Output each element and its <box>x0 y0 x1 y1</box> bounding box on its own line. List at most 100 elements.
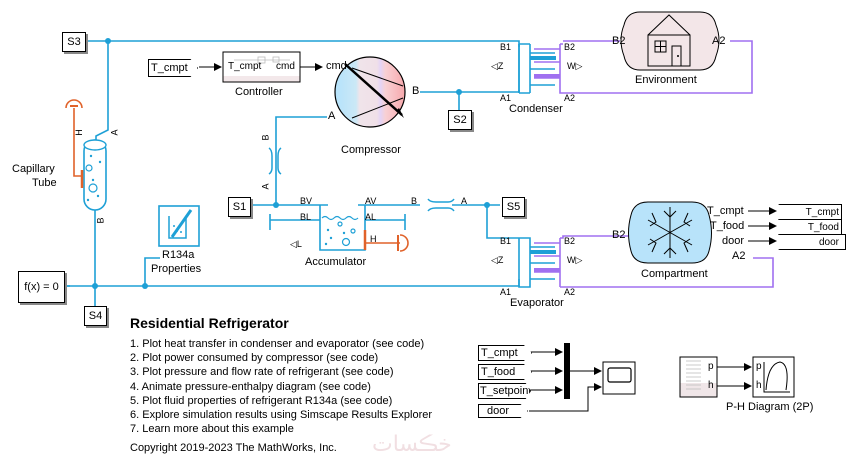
line-r134a <box>144 257 160 286</box>
accumulator-port-bv: BV <box>300 196 313 206</box>
from-tag-scope-t-food[interactable]: T_food <box>478 364 532 380</box>
evaporator-port-b1: B1 <box>500 236 512 246</box>
ph-source-block[interactable] <box>679 356 718 398</box>
environment-port-a2: A2 <box>712 35 726 47</box>
line-main-bottom <box>65 279 520 287</box>
compartment-port-a2: A2 <box>732 250 746 262</box>
pipe-vertical-port-b: B <box>260 134 271 141</box>
evaporator-port-a1: A1 <box>500 287 512 297</box>
from-tag-label: T_food <box>481 366 516 378</box>
controller-block[interactable] <box>199 51 323 83</box>
from-tag-label: T_setpoint <box>480 385 532 397</box>
compressor-port-a: A <box>328 110 336 122</box>
compressor-label: Compressor <box>341 144 401 156</box>
note-link-2[interactable]: 2. Plot power consumed by compressor (se… <box>130 352 379 365</box>
evaporator-label: Evaporator <box>510 297 564 309</box>
sensor-s4-label: S4 <box>88 310 103 322</box>
junction-dots <box>92 38 490 289</box>
from-tag-label: T_cmpt <box>481 347 518 359</box>
line-capillary-a <box>95 41 109 143</box>
evaporator-port-b2: B2 <box>564 236 576 246</box>
ph-source-port-p: p <box>708 361 714 372</box>
notes-list: 1. Plot heat transfer in condenser and e… <box>130 337 432 436</box>
solver-configuration[interactable]: f(x) = 0 <box>18 271 65 303</box>
pipe-vertical[interactable] <box>268 147 282 175</box>
note-link-3[interactable]: 3. Plot pressure and flow rate of refrig… <box>130 366 394 379</box>
pipe-horizontal-port-b: B <box>411 196 418 206</box>
accumulator-port-h: H <box>370 234 377 244</box>
note-link-4[interactable]: 4. Animate pressure-enthalpy diagram (se… <box>130 380 371 393</box>
copyright: Copyright 2019-2023 The MathWorks, Inc. <box>130 442 337 454</box>
scope-block[interactable] <box>602 361 636 395</box>
controller-port-out: cmd <box>276 61 295 72</box>
watermark: خڪسات <box>372 432 452 457</box>
accumulator-port-bl: BL <box>300 212 312 222</box>
goto-tag-door-label: door <box>818 236 839 248</box>
ph-diagram-label: P-H Diagram (2P) <box>726 401 814 413</box>
from-tag-scope-t-cmpt[interactable]: T_cmpt <box>478 345 532 361</box>
environment-port-b2: B2 <box>612 35 626 47</box>
sensor-s4[interactable]: S4 <box>84 306 107 326</box>
sensor-s3-label: S3 <box>67 36 81 48</box>
condenser-port-a1: A1 <box>500 93 512 103</box>
evaporator-port-z: ◁Z <box>491 255 504 265</box>
compressor-port-cmd: cmd <box>326 60 347 72</box>
accumulator-block[interactable] <box>319 204 409 252</box>
line-evap-b1 <box>486 205 519 239</box>
r134a-properties-block[interactable] <box>158 205 200 247</box>
line-compressor-b <box>420 90 520 93</box>
compartment-label: Compartment <box>641 268 708 280</box>
sensor-s3[interactable]: S3 <box>62 32 86 52</box>
evaporator-port-a2: A2 <box>564 287 576 297</box>
note-link-1[interactable]: 1. Plot heat transfer in condenser and e… <box>130 338 425 350</box>
note-link-5[interactable]: 5. Plot fluid properties of refrigerant … <box>130 394 393 407</box>
from-tag-t-cmpt-controller[interactable]: T_cmpt <box>148 59 198 77</box>
condenser-port-w: W▷ <box>567 61 583 71</box>
accumulator-port-l: ◁L <box>290 239 302 249</box>
compartment-block[interactable] <box>628 201 777 264</box>
compressor-block[interactable] <box>334 56 406 128</box>
condenser-port-b1: B1 <box>500 42 512 52</box>
sensor-s2-label: S2 <box>453 114 467 126</box>
line-compressor-a <box>275 116 327 205</box>
compartment-port-door: door <box>722 235 745 247</box>
model-title: Residential Refrigerator <box>130 315 289 331</box>
sensor-s5-label: S5 <box>506 201 521 213</box>
ph-diagram-block[interactable] <box>752 356 795 398</box>
capillary-label-1: Capillary <box>12 163 55 175</box>
sensor-s5[interactable]: S5 <box>502 197 525 217</box>
from-tag-scope-t-setpoint[interactable]: T_setpoint <box>478 383 531 399</box>
evaporator-block[interactable] <box>518 235 774 288</box>
accumulator-port-al: AL <box>365 212 377 222</box>
solver-label: f(x) = 0 <box>24 281 59 293</box>
r134a-label-2: Properties <box>151 263 202 275</box>
from-tag-scope-door[interactable]: door <box>478 404 528 418</box>
sensor-s2[interactable]: S2 <box>448 110 472 130</box>
environment-label: Environment <box>635 74 697 86</box>
sensor-s1-label: S1 <box>232 201 247 213</box>
scope-mux[interactable] <box>529 343 602 412</box>
ph-source-port-h: h <box>708 380 714 391</box>
compartment-port-t-cmpt: T_cmpt <box>707 205 744 217</box>
note-link-6[interactable]: 6. Explore simulation results using Sims… <box>130 409 433 422</box>
compartment-port-b2: B2 <box>612 229 626 241</box>
condenser-port-b2: B2 <box>564 42 576 52</box>
from-tag-label: door <box>487 405 510 417</box>
condenser-block[interactable] <box>485 40 753 94</box>
r134a-label-1: R134a <box>162 249 195 261</box>
environment-block[interactable] <box>620 11 720 71</box>
pipe-vertical-port-a: A <box>260 183 271 190</box>
note-link-7[interactable]: 7. Learn more about this example <box>130 423 294 436</box>
compressor-port-b: B <box>412 85 420 97</box>
goto-tag-t-food-label: T_food <box>807 221 839 233</box>
ph-diagram-port-p: p <box>756 361 762 372</box>
evaporator-port-w: W▷ <box>567 255 583 265</box>
compartment-port-t-food: T_food <box>710 220 745 232</box>
accumulator-port-av: AV <box>365 196 377 206</box>
controller-label: Controller <box>235 86 283 98</box>
capillary-tube[interactable] <box>65 99 107 211</box>
capillary-port-b: B <box>95 217 106 224</box>
pipe-horizontal[interactable] <box>427 198 455 212</box>
accumulator-label: Accumulator <box>305 256 367 268</box>
sensor-s1[interactable]: S1 <box>228 197 251 217</box>
